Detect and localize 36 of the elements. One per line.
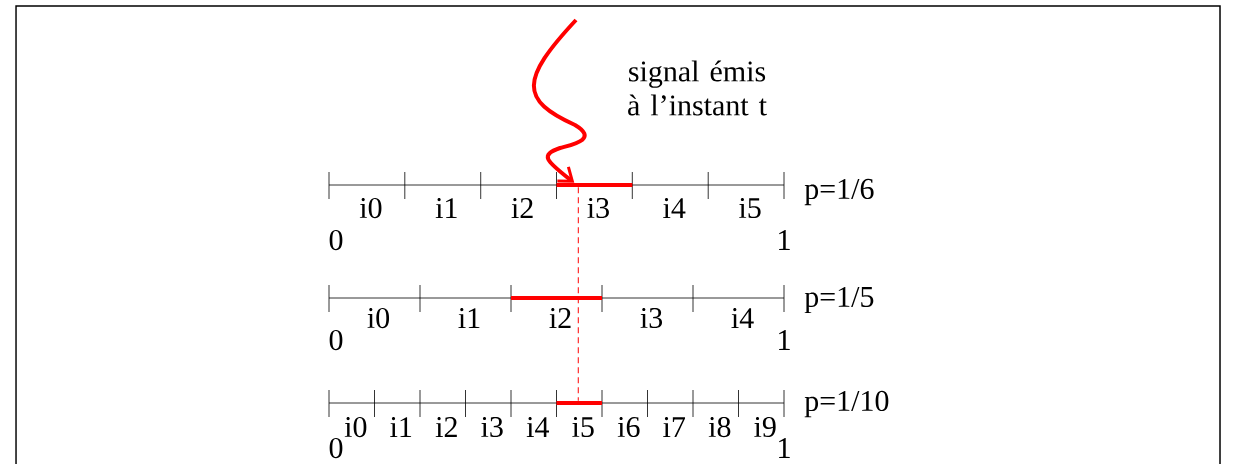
caption-text: signal émis à l’instant t	[628, 60, 767, 116]
interval-label: i1	[435, 198, 457, 218]
scale-end-label: 1	[779, 330, 790, 350]
scale-end-label: 0	[329, 229, 343, 251]
interval-label: i0	[367, 307, 390, 329]
probability-label: p=1/6	[804, 178, 874, 206]
interval-label: i3	[640, 307, 662, 329]
interval-label: i6	[617, 416, 640, 438]
highlighted-interval	[511, 296, 602, 300]
interval-label: i7	[663, 417, 685, 437]
scale-end-label: 1	[779, 438, 790, 458]
interval-label: i0	[344, 416, 367, 438]
interval-label: i1	[390, 417, 412, 437]
time-marker-line	[577, 186, 579, 402]
wavy-arrow	[532, 18, 587, 183]
highlighted-interval	[556, 401, 602, 405]
scale-end-label: 0	[329, 329, 343, 351]
interval-label: i5	[572, 416, 594, 438]
interval-label: i2	[511, 198, 533, 218]
interval-label: i2	[549, 308, 571, 328]
interval-label: i5	[739, 197, 761, 219]
probability-label: p=1/10	[804, 390, 889, 418]
interval-label: i4	[663, 198, 686, 218]
interval-label: i3	[587, 197, 609, 219]
interval-label: i9	[754, 416, 776, 438]
probability-label: p=1/5	[804, 286, 874, 314]
interval-label: i2	[435, 417, 457, 437]
scale-end-label: 1	[779, 230, 790, 250]
interval-label: i4	[731, 308, 754, 328]
interval-label: i8	[708, 416, 731, 438]
interval-label: i0	[359, 197, 382, 219]
interval-label: i4	[526, 417, 549, 437]
scale-end-label: 0	[329, 437, 343, 459]
interval-label: i1	[458, 308, 480, 328]
highlighted-interval	[556, 183, 633, 187]
interval-label: i3	[481, 416, 503, 438]
